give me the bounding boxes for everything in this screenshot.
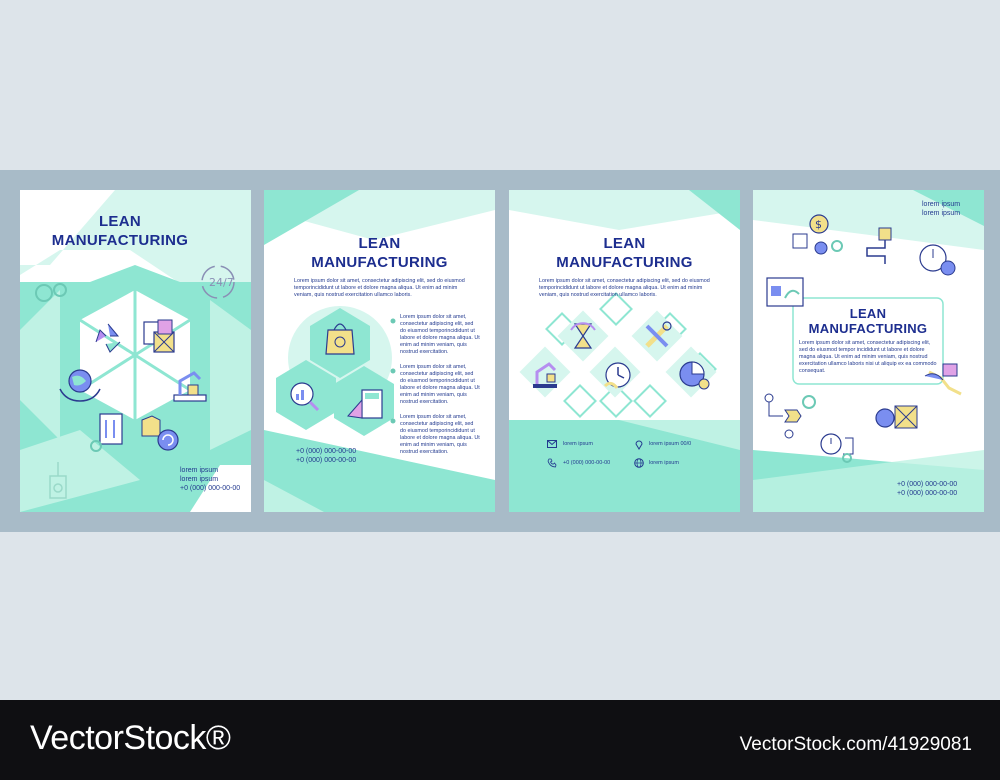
24-7-icon: 24/7	[201, 265, 235, 299]
dashboard-icon	[766, 277, 804, 307]
page3-background	[509, 190, 740, 512]
eco-bag-icon	[325, 323, 355, 355]
page3-title: LEAN MANUFACTURING	[556, 235, 693, 271]
robot-arm-icon	[533, 362, 557, 388]
svg-text:24/7: 24/7	[209, 276, 234, 289]
location-pin-icon	[635, 440, 643, 450]
contact-location: lorem ipsum 00/0	[649, 441, 692, 447]
watermark-footer: VectorStock® VectorStock.com/41929081	[0, 700, 1000, 780]
contact-phone: +0 (000) 000-00-00	[563, 460, 611, 466]
route-icon	[866, 227, 892, 264]
pie-chart-icon	[679, 361, 710, 390]
decline-chart-icon	[924, 363, 962, 396]
brochure-page-3: LEAN MANUFACTURING Lorem ipsum dolor sit…	[509, 190, 740, 512]
phone-icon	[547, 458, 557, 468]
page4-phones: +0 (000) 000-00-00 +0 (000) 000-00-00	[897, 481, 958, 497]
brochure-page-cover: LEAN MANUFACTURING 24/7	[20, 190, 251, 512]
page2-title: LEAN MANUFACTURING	[311, 235, 448, 271]
page4-intro: Lorem ipsum dolor sit amet, consectetur …	[799, 340, 937, 374]
tools-icon	[645, 321, 672, 348]
stopwatch-icon	[603, 362, 631, 389]
recycle-icon	[95, 323, 121, 353]
page4-title: LEAN MANUFACTURING	[808, 306, 928, 336]
cover-title: LEAN MANUFACTURING	[51, 213, 189, 249]
bullet-dot-icon	[390, 368, 396, 374]
mail-icon	[547, 440, 557, 448]
cover-geometric-background	[20, 190, 251, 512]
page2-phones: +0 (000) 000-00-00 +0 (000) 000-00-00	[296, 448, 357, 464]
hanger-tool-icon	[49, 462, 67, 499]
cycle-clock-icon	[820, 433, 854, 463]
control-panel-icon	[90, 413, 123, 452]
gear-box-icon	[875, 405, 918, 429]
page4-background	[753, 190, 984, 512]
calculator-icon	[347, 389, 383, 419]
bullet-dot-icon	[390, 418, 396, 424]
gears-icon	[35, 283, 67, 302]
vectorstock-logo: VectorStock®	[30, 719, 231, 757]
hourglass-icon	[570, 322, 596, 349]
refresh-clothes-icon	[141, 415, 179, 451]
page4-top-text: lorem ipsum lorem ipsum	[922, 201, 961, 217]
dollar-flow-icon: $	[792, 214, 843, 255]
bullet-dot-icon	[390, 318, 396, 324]
eco-box-icon	[143, 319, 175, 353]
page2-background	[264, 190, 495, 512]
brochure-page-4: lorem ipsum lorem ipsum $ LEAN MANUFACTU…	[753, 190, 984, 512]
page2-intro: Lorem ipsum dolor sit amet, consectetur …	[294, 278, 465, 298]
globe-in-hands-icon	[59, 369, 101, 402]
page3-intro: Lorem ipsum dolor sit amet, consectetur …	[539, 278, 710, 298]
cover-contact: lorem ipsum lorem ipsum +0 (000) 000-00-…	[180, 467, 241, 492]
steps-icon	[764, 393, 816, 439]
clock-gear-icon	[919, 244, 956, 276]
robot-arm-icon	[173, 371, 207, 402]
brochure-page-2: LEAN MANUFACTURING Lorem ipsum dolor sit…	[264, 190, 495, 512]
globe-icon	[634, 458, 644, 468]
svg-text:$: $	[815, 218, 822, 231]
page2-bullet-3: Lorem ipsum dolor sit amet, consectetur …	[400, 414, 480, 455]
page2-bullet-2: Lorem ipsum dolor sit amet, consectetur …	[400, 364, 480, 405]
contact-web: lorem ipsum	[649, 460, 679, 466]
analytics-icon	[290, 382, 320, 412]
contact-email: lorem ipsum	[563, 441, 593, 447]
image-id-text: VectorStock.com/41929081	[739, 734, 972, 755]
page2-bullet-1: Lorem ipsum dolor sit amet, consectetur …	[400, 314, 480, 355]
